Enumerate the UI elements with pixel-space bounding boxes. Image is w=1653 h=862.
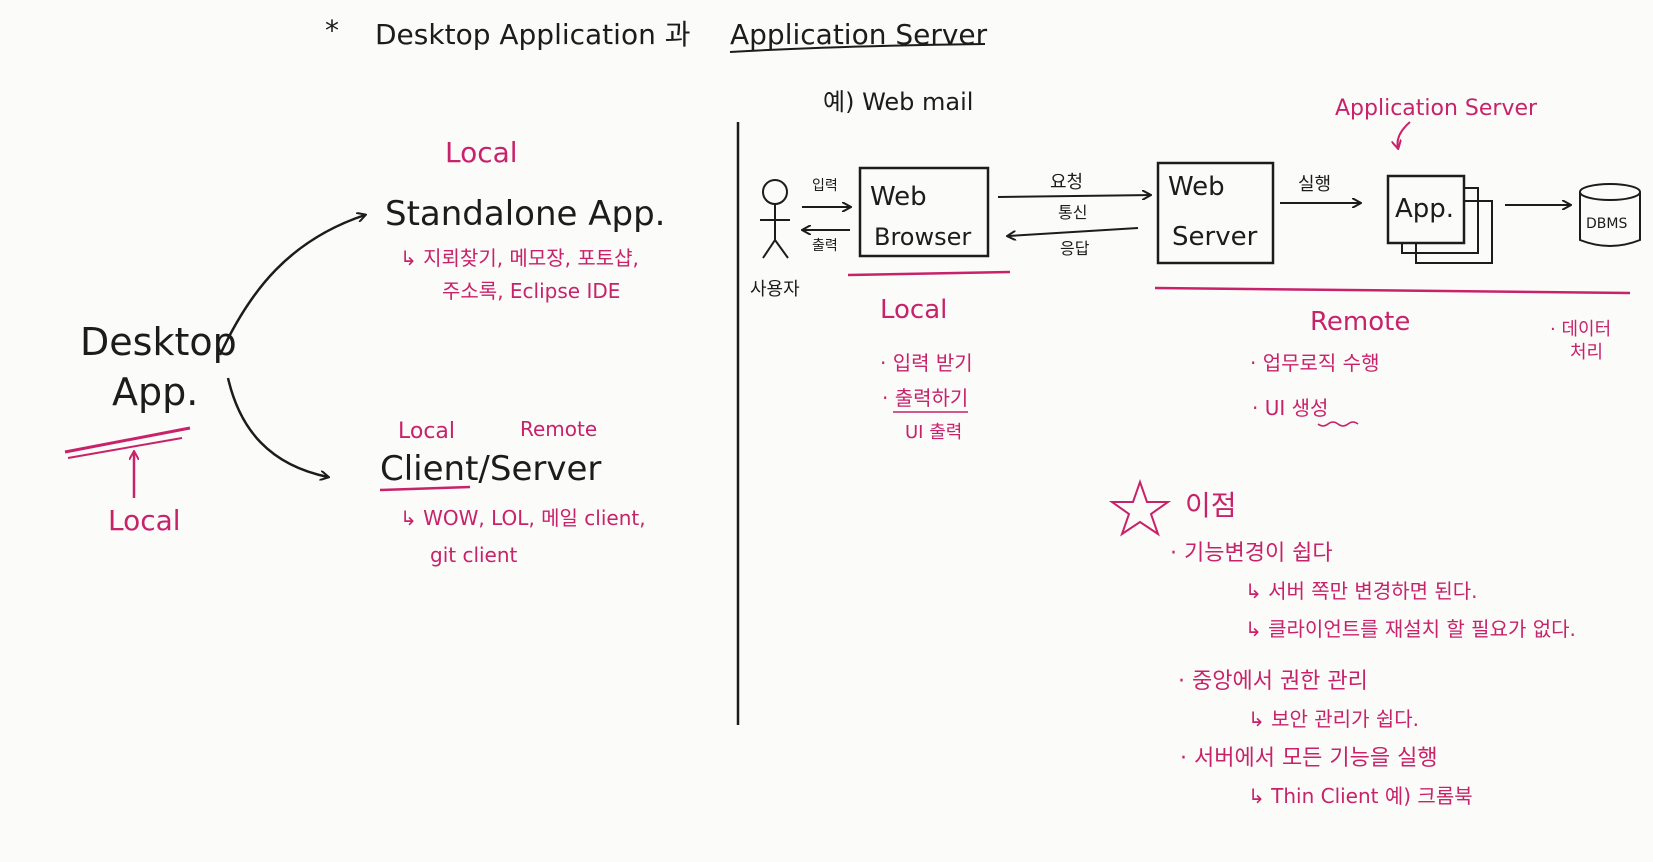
title-star: * (325, 14, 339, 47)
ui-generate-underline (1317, 421, 1359, 427)
data-point-2: 처리 (1570, 342, 1603, 363)
desktop-app-local-label: Local (108, 504, 181, 537)
web-browser-line1: Web (870, 182, 927, 212)
web-browser-line2: Browser (874, 223, 971, 251)
cs-examples-2: git client (430, 543, 518, 567)
cs-local-underline (379, 485, 471, 492)
benefit-line-4: · 중앙에서 권한 관리 (1178, 669, 1368, 694)
standalone-tag: Local (445, 136, 518, 169)
web-browser-box: Web Browser (858, 166, 990, 258)
cs-tag-remote: Remote (520, 417, 597, 441)
benefit-line-6: · 서버에서 모든 기능을 실행 (1180, 746, 1438, 771)
comm-label: 통신 (1058, 203, 1087, 222)
cs-examples-1: ↳ WOW, LOL, 메일 client, (400, 506, 646, 530)
local-label: Local (880, 295, 947, 325)
benefit-line-2: ↳ 서버 쪽만 변경하면 된다. (1245, 579, 1478, 603)
standalone-block: Local Standalone App. ↳ 지뢰찾기, 메모장, 포토샵, … (385, 136, 665, 303)
app-server-pointer (1398, 121, 1411, 148)
user-icon (762, 179, 788, 205)
desktop-app-line1: Desktop (80, 320, 237, 364)
local-point-3: UI 출력 (905, 422, 962, 443)
desktop-app-node: Desktop App. Local (64, 320, 237, 537)
app-server-label: Application Server (1335, 96, 1538, 121)
benefits-title: 이점 (1185, 489, 1237, 522)
web-server-box: Web Server (1156, 161, 1275, 265)
local-point-2: · 출력하기 (882, 386, 968, 410)
arrow-to-client-server (226, 377, 328, 477)
standalone-examples-1: ↳ 지뢰찾기, 메모장, 포토샵, (400, 246, 639, 270)
web-server-line2: Server (1172, 222, 1258, 252)
remote-point-1: · 업무로직 수행 (1250, 351, 1379, 375)
output-label: 출력 (812, 238, 838, 254)
user-label: 사용자 (750, 279, 800, 300)
remote-label: Remote (1310, 307, 1410, 337)
app-label: App. (1395, 194, 1454, 224)
benefit-line-1: · 기능변경이 쉽다 (1170, 541, 1333, 566)
remote-point-2: · UI 생성 (1252, 396, 1328, 420)
execute-label: 실행 (1298, 174, 1331, 195)
title-group: * Desktop Application 과 Application Serv… (325, 14, 988, 53)
cs-title: Client/Server (380, 449, 601, 489)
local-bracket-line (847, 270, 1011, 277)
dbms-cylinder: DBMS (1579, 183, 1641, 247)
user-figure: 사용자 (750, 179, 800, 300)
desktop-app-line2: App. (112, 370, 198, 414)
star-icon (1108, 478, 1172, 537)
response-arrow (1008, 227, 1139, 236)
input-label: 입력 (812, 178, 838, 194)
standalone-title: Standalone App. (385, 194, 665, 234)
benefit-line-7: ↳ Thin Client 예) 크롬북 (1248, 784, 1473, 808)
web-server-line1: Web (1168, 172, 1225, 202)
dbms-label: DBMS (1586, 216, 1627, 232)
remote-bracket-line (1154, 286, 1631, 295)
local-point-1: · 입력 받기 (880, 351, 973, 375)
response-label: 응답 (1060, 239, 1090, 258)
data-point-1: · 데이터 (1550, 319, 1611, 340)
cs-tag-local: Local (398, 419, 455, 444)
benefit-line-5: ↳ 보안 관리가 쉽다. (1248, 707, 1419, 731)
title-underline (729, 43, 986, 53)
client-server-block: Local Remote Client/Server ↳ WOW, LOL, 메… (379, 417, 646, 567)
request-arrow (997, 195, 1150, 197)
desktop-app-underline (64, 426, 191, 454)
benefit-line-3: ↳ 클라이언트를 재설치 할 필요가 없다. (1245, 617, 1576, 641)
benefits-block: 이점 · 기능변경이 쉽다 ↳ 서버 쪽만 변경하면 된다. ↳ 클라이언트를 … (1108, 478, 1576, 808)
standalone-examples-2: 주소록, Eclipse IDE (442, 279, 620, 303)
arrow-to-standalone (218, 215, 365, 356)
request-label: 요청 (1050, 172, 1083, 193)
diagram-heading: 예) Web mail (823, 88, 973, 116)
app-stack: App. (1386, 174, 1493, 264)
title-text: Desktop Application 과 (375, 18, 690, 51)
